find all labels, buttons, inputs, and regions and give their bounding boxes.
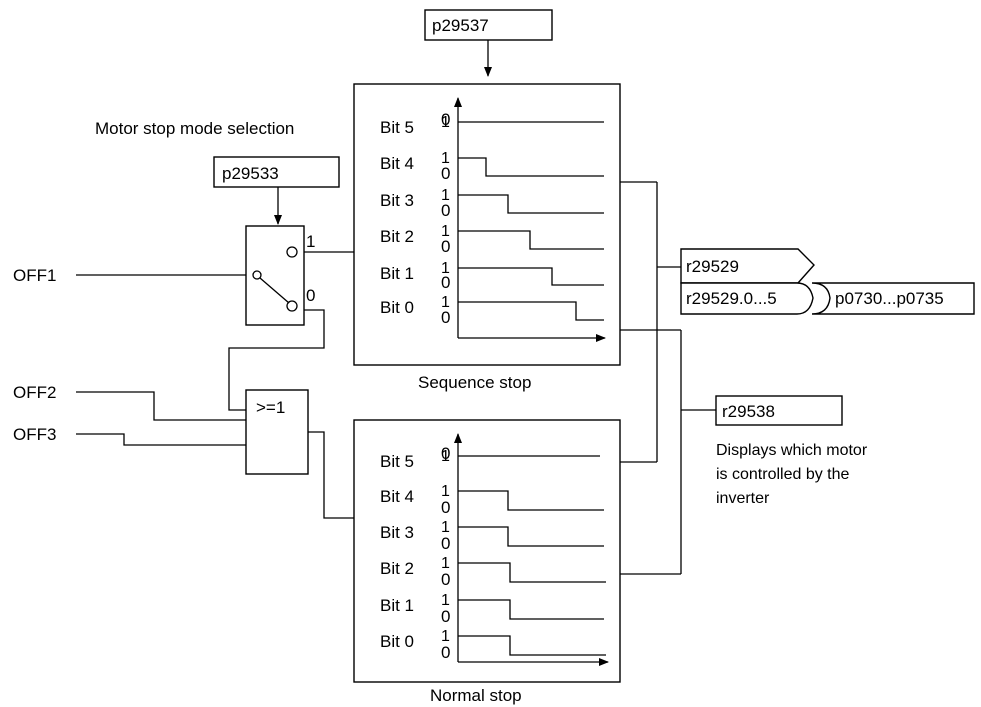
or-gate: >=1 [245,389,309,475]
sequence-stop-label: Sequence stop [418,373,531,392]
sequence-bit-5-low-level: 0 [441,110,450,129]
off3-line [76,433,246,446]
normal-bit-2-label: Bit 2 [380,559,414,578]
normal-bit-4-high-level: 1 [441,483,450,500]
sequence-bit-3-signal [458,194,604,214]
normal-bit-2-high-level: 1 [441,555,450,572]
sequence-bit-0-high-level: 1 [441,294,450,311]
normal-bit-4-low-level: 0 [441,498,450,517]
switch-to-or-line [228,309,325,411]
off3-label: OFF3 [13,425,56,444]
normal-bit-5-label: Bit 5 [380,452,414,471]
r29538-box: r29538 [715,395,843,426]
normal-bit-3-low-level: 0 [441,534,450,553]
r29529-label: r29529 [686,257,739,276]
sequence-bit-2-signal [458,230,604,250]
r29529-bits-connector: r29529.0...5 [680,282,814,315]
normal-bit-0-high-level: 1 [441,628,450,645]
sequence-bit-4-label: Bit 4 [380,154,414,173]
sequence-bit-3-high-level: 1 [441,187,450,204]
r29529-bits-label: r29529.0...5 [686,289,777,308]
normal-bit-1-high-level: 1 [441,592,450,609]
sequence-bit-4-high-level: 1 [441,150,450,167]
normal-bit-0-signal [458,635,606,656]
normal-bit-3-high-level: 1 [441,519,450,536]
r29538-label: r29538 [722,402,775,421]
normal-stop-label: Normal stop [430,686,522,705]
sequence-bit-3-label: Bit 3 [380,191,414,210]
switch-pos0-label: 0 [306,286,315,305]
normal-bit-5-high-level: 1 [441,448,450,465]
displays-line-2: is controlled by the [716,466,850,483]
sequence-bit-2-high-level: 1 [441,223,450,240]
off2-label: OFF2 [13,383,56,402]
sequence-bit-0-signal [458,301,604,321]
off2-line [76,391,246,421]
switch-lever [259,277,290,304]
sequence-bit-3-low-level: 0 [441,201,450,220]
normal-bit-1-signal [458,599,604,620]
switch-pivot [252,270,262,280]
normal-bit-0-label: Bit 0 [380,632,414,651]
sequence-bit-0-label: Bit 0 [380,298,414,317]
p29537-label: p29537 [432,16,489,35]
switch-pos1-label: 1 [306,232,315,251]
p29533-box: p29533 [213,156,340,188]
normal-bit-4-signal [458,490,604,511]
r29529-connector: r29529 [680,248,815,284]
displays-line-3: inverter [716,490,770,507]
sequence-bit-4-signal [458,157,604,177]
normal-bit-2-low-level: 0 [441,570,450,589]
normal-bit-1-label: Bit 1 [380,596,414,615]
sequence-bit-4-low-level: 0 [441,164,450,183]
p29537-box: p29537 [424,9,553,41]
normal-bit-3-signal [458,526,604,547]
sequence-bit-1-signal [458,267,604,286]
or-gate-label: >=1 [256,398,285,417]
sequence-bit-1-label: Bit 1 [380,264,414,283]
switch-contact-0 [286,300,298,312]
p0730-label: p0730...p0735 [835,289,944,308]
sequence-bit-2-low-level: 0 [441,237,450,256]
normal-bit-5-low-level: 0 [441,444,450,463]
displays-line-1: Displays which motor [716,442,868,459]
sequence-bit-1-low-level: 0 [441,273,450,292]
p29533-label: p29533 [222,164,279,183]
sequence-bit-0-low-level: 0 [441,308,450,327]
switch-contact-1 [286,246,298,258]
sequence-bit-5-high-level: 1 [441,114,450,131]
or-to-normal-line [308,431,354,519]
off1-label: OFF1 [13,266,56,285]
normal-bit-1-low-level: 0 [441,607,450,626]
normal-bit-2-signal [458,562,606,583]
p0730-connector: p0730...p0735 [811,282,975,315]
sequence-bit-2-label: Bit 2 [380,227,414,246]
normal-bit-4-label: Bit 4 [380,487,414,506]
normal-bit-0-low-level: 0 [441,643,450,662]
motor-stop-mode-label: Motor stop mode selection [95,119,294,138]
sequence-bit-1-high-level: 1 [441,260,450,277]
normal-bit-3-label: Bit 3 [380,523,414,542]
sequence-bit-5-label: Bit 5 [380,118,414,137]
